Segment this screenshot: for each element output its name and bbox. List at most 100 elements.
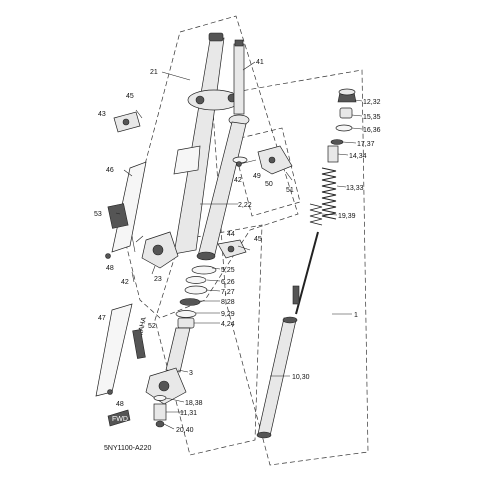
cartridge-tube (257, 317, 297, 437)
label-1: 1 (354, 312, 358, 319)
cartridge-top (282, 316, 298, 324)
label-42-upper: 42 (234, 177, 242, 184)
label-20-40: 20,40 (176, 427, 194, 434)
label-9-29: 9,29 (221, 311, 235, 318)
label-7-27: 7,27 (221, 289, 235, 296)
cable-holder-hole (122, 118, 130, 126)
label-23: 23 (154, 276, 162, 283)
dust-seal (191, 265, 217, 275)
bolt-45-lower (237, 245, 251, 251)
steering-stem (228, 39, 250, 126)
guard-decal (132, 329, 146, 359)
inner-tube-bottom (196, 251, 216, 261)
label-12-32: 12,32 (363, 99, 381, 106)
cable-holder-bolt (135, 109, 143, 119)
clamp-bolt (239, 159, 257, 165)
label-14-34: 14,34 (349, 153, 367, 160)
clamp-bolt-head (236, 161, 242, 167)
lower-inner-tube (165, 327, 191, 373)
diagram-code: 5NY1100-A220 (104, 445, 151, 452)
o-ring (335, 124, 353, 132)
oil-seal-clip (185, 276, 207, 284)
label-4-24: 4,24 (221, 321, 235, 328)
fork-spring-lower (309, 203, 323, 226)
copper-washer (153, 395, 167, 401)
cartridge-bottom (256, 431, 272, 439)
inner-tube-group-outline (154, 224, 263, 456)
label-51: 51 (286, 187, 294, 194)
label-6-26: 6,26 (221, 279, 235, 286)
damper-stack (292, 88, 357, 315)
bolt-48-upper (105, 253, 111, 259)
fork-cap-body (339, 107, 353, 119)
outer-tube-assembly (141, 32, 241, 269)
bolt-42-lower (131, 271, 135, 283)
label-21: 21 (150, 69, 158, 76)
fwd-badge: FWD (107, 409, 131, 427)
label-5-25: 5,25 (221, 267, 235, 274)
slide-bushing (177, 317, 195, 329)
label-53: 53 (94, 211, 102, 218)
label-19-39: 19,39 (338, 213, 356, 220)
label-3: 3 (189, 370, 193, 377)
label-43: 43 (98, 111, 106, 118)
washer (330, 139, 344, 145)
steering-stem-top (234, 39, 244, 47)
outer-tube-cap (208, 32, 224, 42)
base-valve (153, 403, 167, 421)
axle-holder-hole (158, 380, 170, 392)
clamp-group-outline (231, 127, 301, 217)
label-49: 49 (253, 173, 261, 180)
fwd-badge-shape (107, 409, 131, 427)
fork-cap-top (338, 88, 356, 96)
fork-spring-upper (321, 167, 337, 220)
slide-metal (175, 310, 197, 318)
label-42-lower: 42 (121, 279, 129, 286)
spacer-tube (327, 145, 339, 163)
drain-bolt (155, 420, 165, 428)
oil-seal (184, 285, 208, 295)
washer-seal (179, 298, 201, 306)
label-48-upper: 48 (106, 265, 114, 272)
label-47: 47 (98, 315, 106, 322)
label-16-36: 16,36 (363, 127, 381, 134)
clamp-screw (285, 171, 293, 181)
bolt-48-lower (107, 389, 113, 395)
damper-rod (295, 231, 319, 315)
label-46: 46 (106, 167, 114, 174)
label-10-30: 10,30 (292, 374, 310, 381)
label-52: 52 (148, 323, 156, 330)
label-41: 41 (256, 59, 264, 66)
bolts (105, 109, 251, 395)
label-2-22: 2,22 (238, 202, 252, 209)
label-13-33: 13,33 (346, 185, 364, 192)
damper-group-outline (211, 69, 369, 466)
fork-clamp (236, 145, 293, 181)
outer-fork-group-outline (124, 15, 299, 319)
steering-stem-shaft (233, 43, 245, 115)
fwd-badge-text: FWD (112, 416, 128, 423)
label-15-35: 15,35 (363, 114, 381, 121)
label-50: 50 (265, 181, 273, 188)
outer-tube-collar (173, 145, 201, 175)
lower-tube-assembly (145, 327, 191, 428)
label-8-28: 8,28 (221, 299, 235, 306)
clamp-bolt-hole (268, 156, 276, 164)
damper-cartridge (256, 316, 298, 439)
seal-kit (175, 239, 247, 329)
upper-bracket-hole-left (195, 95, 205, 105)
axle-bracket-hole (152, 244, 164, 256)
label-17-37: 17,37 (357, 141, 375, 148)
callout-labels: 21 41 12,32 15,35 16,36 17,37 14,34 45 4… (94, 59, 381, 452)
damper-rod-end (292, 285, 300, 305)
label-45-upper: 45 (126, 93, 134, 100)
group-outlines (124, 15, 369, 466)
label-48-lower: 48 (116, 401, 124, 408)
upper-guard-reflector (107, 203, 129, 229)
label-11-31: 11,31 (180, 410, 197, 417)
leader-lines (115, 61, 363, 430)
label-44: 44 (227, 231, 235, 238)
inner-tube-assembly (196, 121, 248, 261)
axle-clamp-hole (227, 245, 235, 253)
